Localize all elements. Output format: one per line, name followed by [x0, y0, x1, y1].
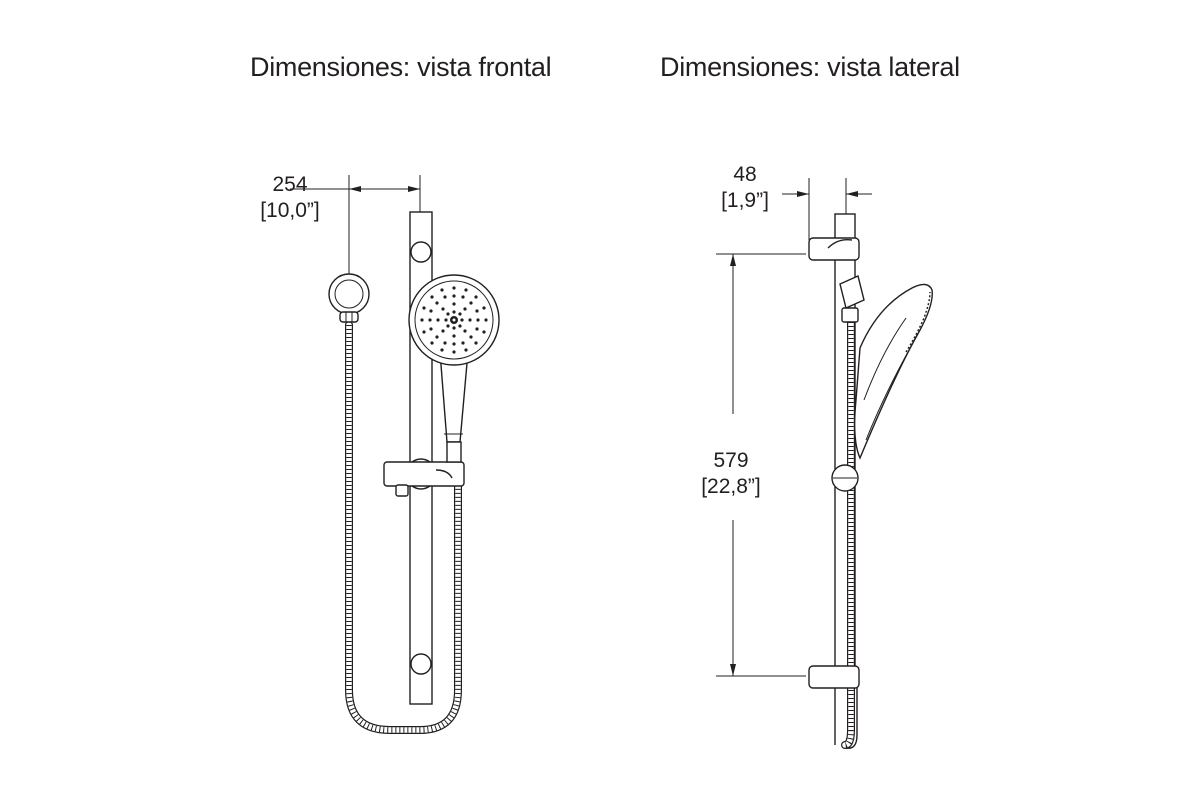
side-view-title: Dimensiones: vista lateral: [660, 52, 960, 82]
front-slider-bracket: [383, 458, 465, 497]
side-depth-dimension-label: 48 [1,9”]: [700, 162, 790, 214]
front-width-dimension-line: [290, 175, 421, 290]
front-width-mm: 254: [272, 173, 308, 196]
side-depth-in: [1,9”]: [721, 189, 769, 212]
side-hand-shower: [839, 275, 933, 460]
front-view-drawing: [290, 175, 500, 734]
side-slide-bar: [808, 213, 860, 745]
side-height-dimension-label: 579 [22,8”]: [686, 448, 776, 500]
side-depth-dimension-line: [782, 178, 872, 240]
front-wall-outlet: [328, 273, 370, 323]
front-hand-shower: [408, 274, 500, 463]
side-slider-bracket: [831, 464, 859, 492]
front-width-in: [10,0”]: [260, 199, 320, 222]
front-width-dimension-label: 254 [10,0”]: [245, 172, 335, 224]
side-height-dimension-line: [716, 253, 806, 677]
spray-nozzles: [420, 286, 488, 354]
side-height-mm: 579: [713, 449, 749, 472]
front-hose: [345, 321, 462, 734]
front-view-title: Dimensiones: vista frontal: [250, 52, 552, 82]
side-hose: [841, 318, 858, 749]
side-view-drawing: [716, 178, 933, 749]
side-height-in: [22,8”]: [701, 475, 761, 498]
side-depth-mm: 48: [733, 163, 757, 186]
